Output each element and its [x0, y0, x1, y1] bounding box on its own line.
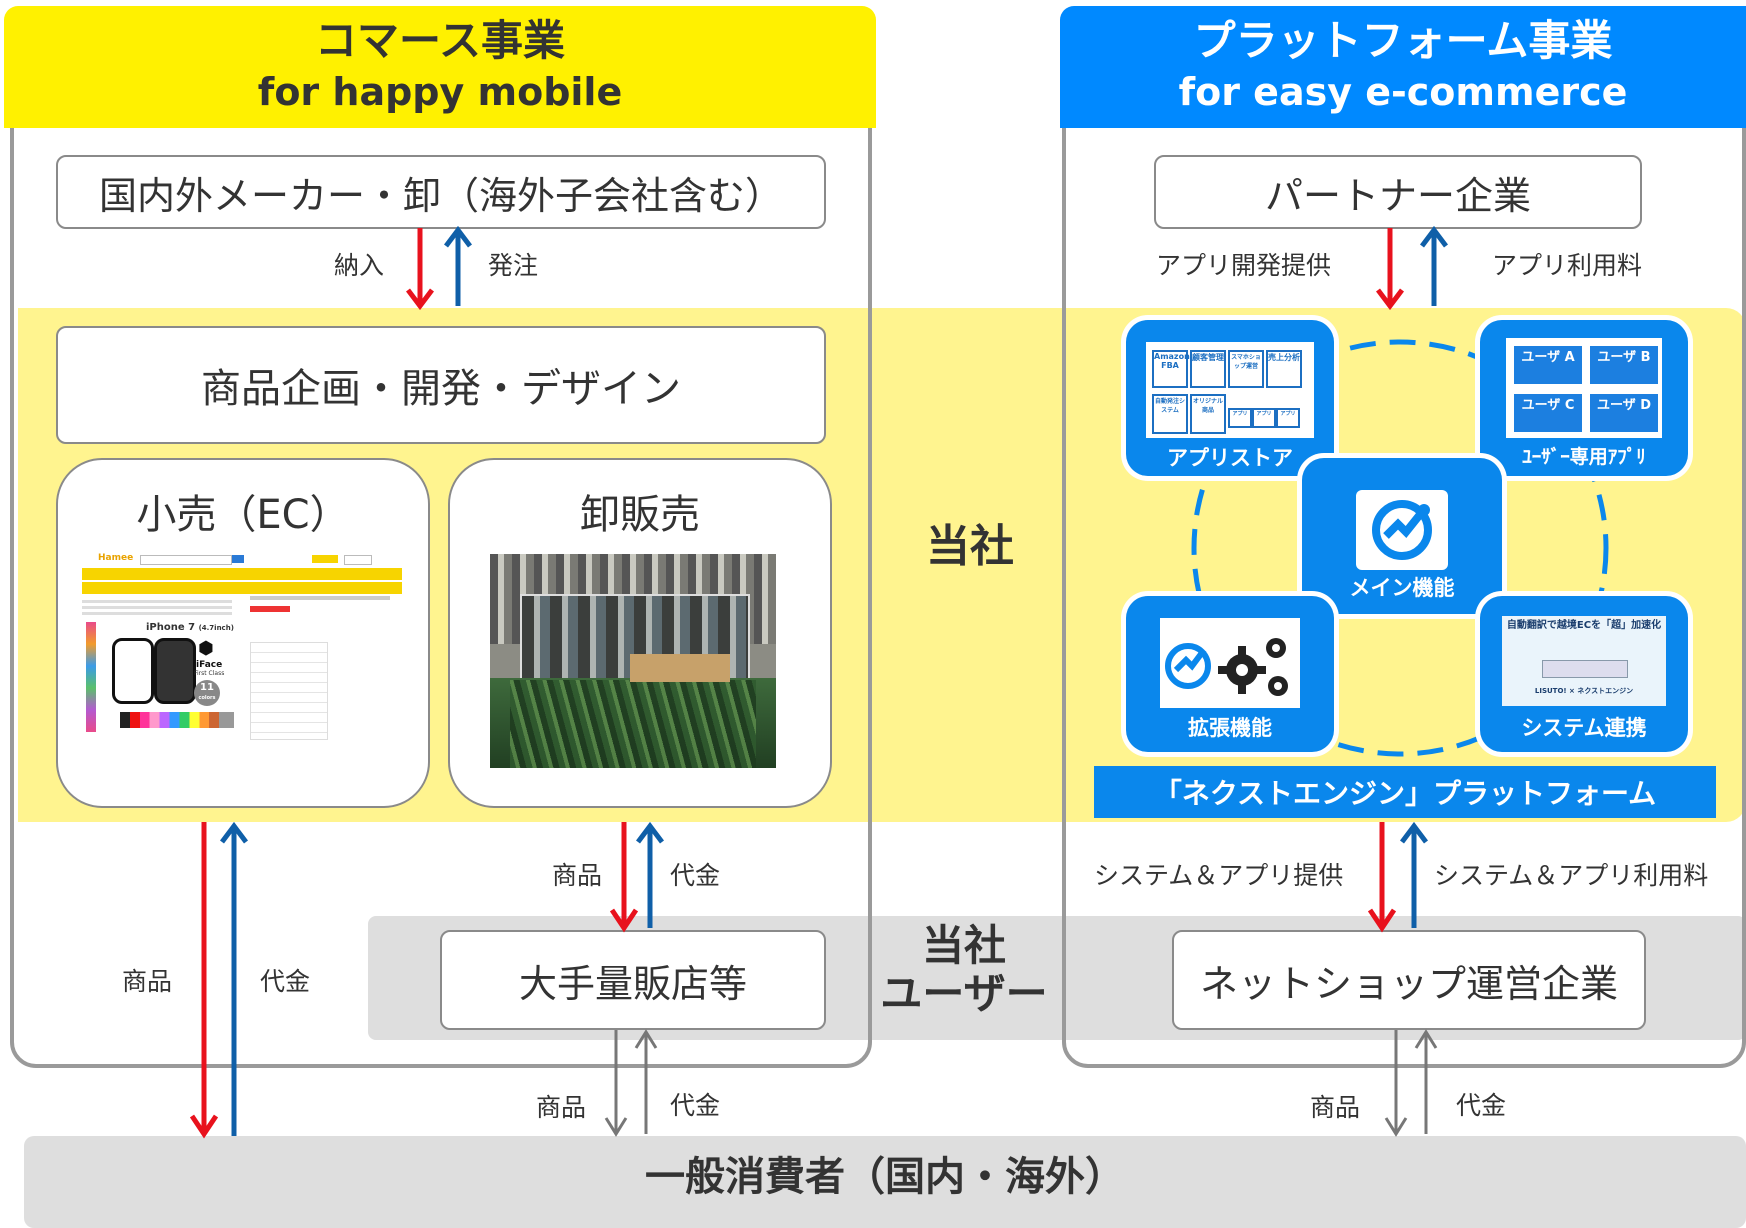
arrow-payment-from-consumers — [220, 821, 248, 1136]
label-goods-retailer: 商品 — [552, 861, 603, 890]
arrow-retailer-goods — [604, 1030, 628, 1137]
system-banner-sub: LISUTO! × ネクストエンジン — [1534, 687, 1634, 695]
platform-subtitle: for easy e-commerce — [1178, 69, 1628, 114]
commerce-title: コマース事業 — [315, 16, 565, 65]
platform-title: プラットフォーム事業 — [1193, 16, 1613, 65]
user-app-label: ﾕｰｻﾞｰ専用ｱﾌﾟﾘ — [1522, 446, 1646, 468]
company-label: 当社 — [926, 521, 1014, 572]
label-goods-left: 商品 — [122, 967, 173, 996]
label-system-provide: システム＆アプリ提供 — [1094, 861, 1344, 890]
label-payment-left: 代金 — [260, 967, 311, 996]
arrow-supply — [406, 228, 434, 311]
users-label-line2: ユーザー — [880, 969, 1048, 1019]
label-app-dev: アプリ開発提供 — [1156, 251, 1332, 280]
label-app-fee: アプリ利用料 — [1492, 251, 1643, 280]
arrow-goods-to-retailer — [609, 822, 639, 933]
colors-label: colors — [198, 695, 216, 701]
retail-ec-title: 小売（EC） — [136, 492, 350, 538]
user-tile-a: ユーザ A — [1512, 344, 1584, 386]
appstore-item-4: 売上分析 — [1266, 350, 1302, 388]
ec-site-screenshot: Hamee iPhone 7 (4.7inch) ⬢ iFace First C… — [82, 552, 402, 758]
label-supply: 納入 — [334, 251, 385, 280]
platform-header: プラットフォーム事業 for easy e-commerce — [1060, 6, 1746, 128]
user-tile-c: ユーザ C — [1512, 392, 1584, 434]
hamee-logo: Hamee — [98, 553, 134, 563]
ne-platform-bar: 「ネクストエンジン」プラットフォーム — [1094, 766, 1716, 818]
label-system-usage: システム＆アプリ利用料 — [1434, 861, 1709, 890]
appstore-item-2: 顧客管理 — [1190, 350, 1226, 388]
wholesale-title: 卸販売 — [580, 492, 700, 538]
iface-sub: First Class — [194, 670, 225, 677]
appstore-item-8: アプリ — [1252, 408, 1276, 428]
arrow-app-dev — [1376, 228, 1404, 311]
appstore-item-7: アプリ — [1228, 408, 1252, 428]
user-tile-d: ユーザ D — [1588, 392, 1660, 434]
planning-box: 商品企画・開発・デザイン — [56, 326, 826, 444]
iface-brand: iFace — [196, 660, 223, 670]
arrow-shop-payment — [1414, 1029, 1438, 1134]
system-banner-text: 自動翻訳で越境ECを「超」加速化 — [1506, 620, 1662, 631]
retailer-box: 大手量販店等 — [440, 930, 826, 1030]
appstore-item-5: 自動発注システム — [1152, 394, 1188, 434]
arrow-order — [444, 225, 472, 306]
consumers-label: 一般消費者（国内・海外） — [645, 1154, 1125, 1200]
arrow-retailer-payment — [634, 1029, 658, 1134]
arrow-system-usage — [1400, 821, 1428, 928]
appstore-item-3: スマホショップ運営 — [1228, 350, 1264, 388]
label-payment-retailer-bottom: 代金 — [670, 1091, 721, 1120]
extension-label: 拡張機能 — [1188, 716, 1272, 740]
arrow-goods-to-consumers — [189, 822, 219, 1139]
label-goods-retailer-bottom: 商品 — [536, 1093, 587, 1122]
system-banner: 自動翻訳で越境ECを「超」加速化 LISUTO! × ネクストエンジン — [1502, 616, 1666, 706]
wholesale-box: 卸販売 — [448, 458, 832, 808]
platform-ring — [1191, 339, 1609, 757]
extension-tile: 拡張機能 — [1126, 596, 1334, 752]
partner-box: パートナー企業 — [1154, 155, 1642, 229]
app-store-label: アプリストア — [1167, 446, 1293, 470]
system-tile: 自動翻訳で越境ECを「超」加速化 LISUTO! × ネクストエンジン システム… — [1480, 596, 1688, 752]
extension-icon — [1160, 618, 1300, 708]
label-order: 発注 — [488, 251, 539, 280]
app-store-tile: Amazon FBA 顧客管理 スマホショップ運営 売上分析 自動発注システム … — [1126, 320, 1334, 476]
product-title: iPhone 7 (4.7inch) — [146, 622, 234, 633]
arrow-payment-from-retailer — [636, 821, 664, 928]
users-label: 当社 ユーザー — [864, 921, 1064, 1019]
store-photo — [490, 554, 776, 768]
arrow-app-fee — [1420, 225, 1448, 306]
label-payment-retailer: 代金 — [670, 861, 721, 890]
label-payment-right: 代金 — [1456, 1091, 1507, 1120]
appstore-item-6: オリジナル商品 — [1190, 394, 1226, 434]
commerce-subtitle: for happy mobile — [257, 69, 623, 114]
makers-box: 国内外メーカー・卸（海外子会社含む） — [56, 155, 826, 229]
user-app-tile: ユーザ A ユーザ B ユーザ C ユーザ D ﾕｰｻﾞｰ専用ｱﾌﾟﾘ — [1480, 320, 1688, 476]
commerce-header: コマース事業 for happy mobile — [4, 6, 876, 128]
colors-count: 11 — [200, 682, 214, 693]
shop-operator-box: ネットショップ運営企業 — [1172, 930, 1646, 1030]
appstore-item-9: アプリ — [1276, 408, 1300, 428]
arrow-shop-goods — [1384, 1030, 1408, 1137]
user-tile-b: ユーザ B — [1588, 344, 1660, 386]
users-label-line1: 当社 — [921, 921, 1006, 970]
main-function-label: メイン機能 — [1349, 576, 1455, 600]
main-logo-icon — [1356, 490, 1448, 570]
system-label: システム連携 — [1521, 716, 1647, 740]
main-function-tile: メイン機能 — [1302, 458, 1502, 614]
arrow-system-provide — [1367, 822, 1397, 933]
consumer-band — [24, 1136, 1746, 1228]
appstore-item-1: Amazon FBA — [1152, 350, 1190, 388]
retail-ec-box: 小売（EC） Hamee iPhone 7 (4.7inch) ⬢ iFace … — [56, 458, 430, 808]
label-goods-right: 商品 — [1310, 1093, 1361, 1122]
